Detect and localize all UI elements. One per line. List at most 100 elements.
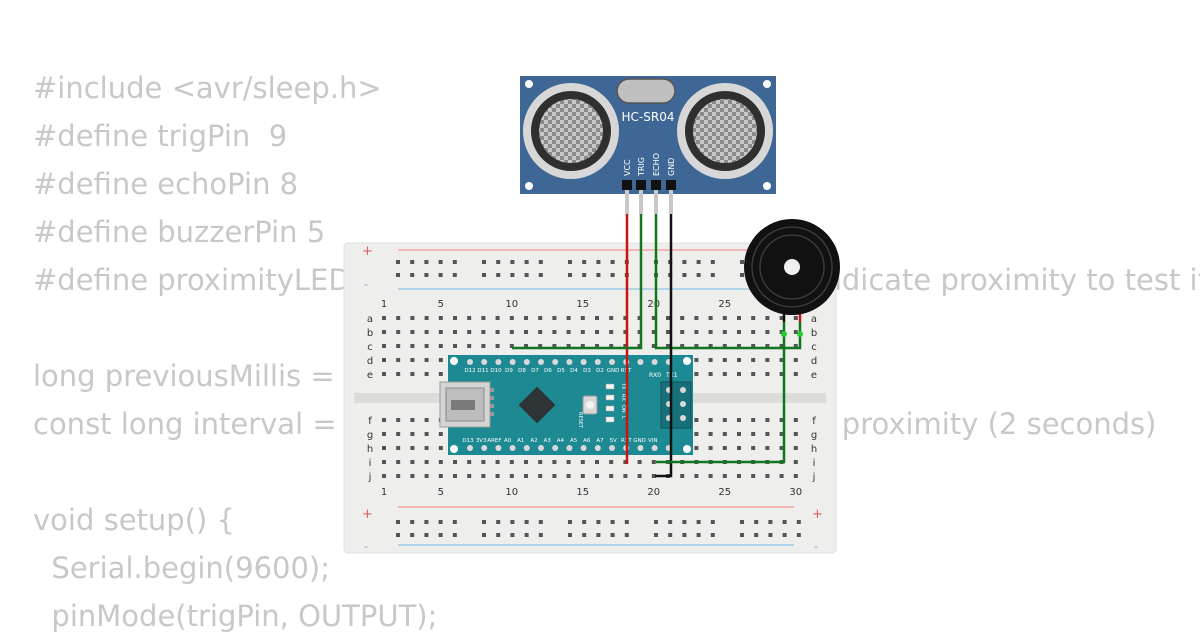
status-led [605, 416, 615, 423]
rail-hole [710, 533, 715, 537]
rail-hole [610, 260, 615, 264]
sensor-label: HC-SR04 [622, 110, 675, 124]
breadboard-hole [779, 344, 784, 348]
breadboard-hole [751, 316, 756, 320]
pin-label: AREF [487, 438, 501, 444]
column-number: 1 [381, 299, 387, 310]
code-line: Serial.begin(9600); [33, 551, 331, 585]
pin-label: D3 [583, 368, 591, 374]
rail-hole [538, 273, 543, 277]
rail-hole [510, 260, 515, 264]
breadboard-hole [424, 432, 429, 436]
rail-hole [582, 533, 587, 537]
breadboard-hole [680, 330, 685, 334]
breadboard-hole [453, 344, 457, 348]
breadboard-hole [495, 344, 500, 348]
rail-hole [624, 533, 629, 537]
rail-hole [396, 533, 400, 537]
rail-hole [568, 533, 572, 537]
row-letter: g [367, 430, 373, 441]
rail-hole [538, 260, 543, 264]
breadboard-hole [623, 460, 628, 464]
breadboard-hole [382, 418, 386, 422]
breadboard-hole [410, 358, 415, 362]
rail-hole [782, 533, 787, 537]
pin-label: A4 [557, 438, 565, 444]
arduino-pin [637, 359, 644, 365]
led-label: RX [620, 394, 626, 401]
pin-label: D6 [544, 368, 552, 374]
breadboard-hole [580, 474, 585, 478]
breadboard-hole [708, 372, 713, 376]
arduino-pin [594, 359, 601, 365]
mount-hole [763, 182, 771, 190]
rail-hole [624, 520, 629, 524]
breadboard-hole [722, 358, 727, 362]
buzzer-icon[interactable] [744, 219, 840, 315]
code-line: #define buzzerPin 5 [33, 215, 326, 249]
row-letter: e [811, 370, 817, 381]
breadboard-hole [722, 372, 727, 376]
breadboard-hole [623, 344, 628, 348]
breadboard-hole [410, 372, 415, 376]
rail-hole [596, 520, 601, 524]
breadboard-hole [410, 446, 415, 450]
breadboard-hole [552, 316, 557, 320]
breadboard-hole [765, 432, 770, 436]
rail-hole [596, 273, 601, 277]
breadboard-hole [751, 432, 756, 436]
rail-hole [524, 533, 529, 537]
breadboard-hole [382, 358, 386, 362]
breadboard-hole [566, 330, 571, 334]
reset-button[interactable] [582, 395, 598, 415]
breadboard-hole [396, 446, 401, 450]
breadboard-hole [595, 344, 599, 348]
rail-hole [410, 273, 415, 277]
rail-hole [510, 520, 515, 524]
rail-hole [438, 260, 443, 264]
breadboard-hole [793, 344, 798, 348]
arduino-pin [538, 359, 544, 365]
rail-hole [740, 273, 744, 277]
breadboard-hole [779, 446, 784, 450]
status-led [605, 394, 615, 401]
rail-plus-label: + [362, 507, 373, 522]
breadboard-hole [595, 460, 599, 464]
breadboard-hole [509, 330, 514, 334]
breadboard-hole [637, 460, 642, 464]
rail-hole [740, 520, 744, 524]
rail-hole [768, 533, 773, 537]
breadboard-hole [623, 316, 628, 320]
arduino-pin [609, 359, 615, 365]
breadboard-hole [410, 460, 415, 464]
breadboard-hole [396, 344, 401, 348]
pin-label: A7 [596, 438, 604, 444]
icsp-pin [680, 387, 686, 393]
rail-hole [596, 533, 601, 537]
breadboard-hole [694, 446, 699, 450]
breadboard-hole [424, 460, 429, 464]
pin-label: A1 [517, 438, 524, 444]
breadboard-hole [552, 344, 557, 348]
arduino-pin [467, 445, 473, 451]
breadboard-hole [765, 474, 770, 478]
breadboard-hole [722, 432, 727, 436]
breadboard-hole [481, 474, 486, 478]
breadboard-hole [694, 330, 699, 334]
breadboard-hole [637, 330, 642, 334]
rail-hole [710, 520, 715, 524]
breadboard-hole [751, 358, 756, 362]
breadboard-hole [779, 316, 784, 320]
sensor-pin-label: TRIG [637, 157, 646, 177]
breadboard-hole [396, 474, 401, 478]
row-letter: f [812, 416, 816, 427]
code-line: #define echoPin 8 [33, 167, 299, 201]
rail-hole [482, 533, 486, 537]
rail-hole [782, 520, 787, 524]
rail-hole [524, 520, 529, 524]
rail-hole [710, 273, 715, 277]
breadboard-hole [779, 432, 784, 436]
